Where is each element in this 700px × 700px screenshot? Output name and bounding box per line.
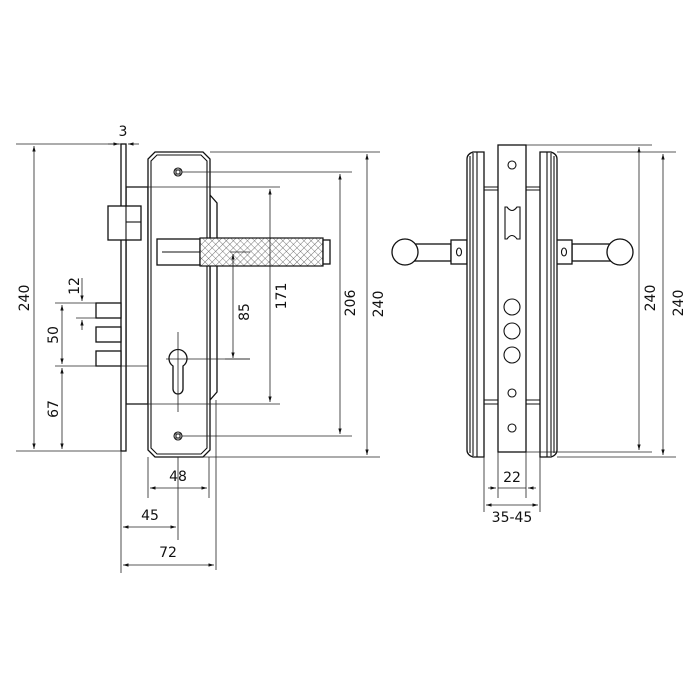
front-view: 3 240 12 50 67 85 171 206 240 48 45 72: [16, 124, 387, 573]
escutcheon-side: [209, 193, 218, 402]
dimension-lines: [16, 142, 380, 573]
dim-body-height: 171: [274, 283, 290, 310]
latch-bolt: [107, 205, 142, 241]
dim-faceplate-height: 240: [17, 285, 33, 312]
dim-handle-to-cylinder: 85: [237, 303, 253, 321]
right-escutcheon: [526, 151, 558, 458]
dim-depth: 72: [159, 545, 177, 561]
dim-escutcheon-height: 240: [371, 291, 387, 318]
escutcheon-plate: [147, 151, 211, 458]
dim-faceplate-width: 22: [503, 470, 521, 486]
lever-handle: [156, 237, 331, 267]
dim-bolt-offset: 67: [46, 400, 62, 418]
dead-bolts: [95, 302, 122, 367]
dim-escutcheon-width: 48: [169, 469, 187, 485]
dim-bolt-span: 50: [46, 326, 62, 344]
dim-screw-spacing: 206: [343, 290, 359, 317]
faceplate: [120, 143, 127, 452]
dim-door-thickness: 35-45: [492, 510, 533, 526]
dim-faceplate-thickness: 3: [119, 124, 128, 140]
dim-backset: 45: [141, 508, 159, 524]
left-escutcheon: [466, 151, 498, 458]
dim-side-faceplate-height: 240: [643, 285, 659, 312]
right-lever: [555, 238, 634, 266]
dim-bolt-spacing: 12: [67, 277, 83, 295]
dim-side-escutcheon-height: 240: [671, 290, 687, 317]
side-faceplate: [497, 144, 527, 453]
side-dimension-lines: [483, 144, 676, 512]
left-lever: [391, 238, 468, 266]
side-view: 240 240 22 35-45: [391, 144, 687, 526]
